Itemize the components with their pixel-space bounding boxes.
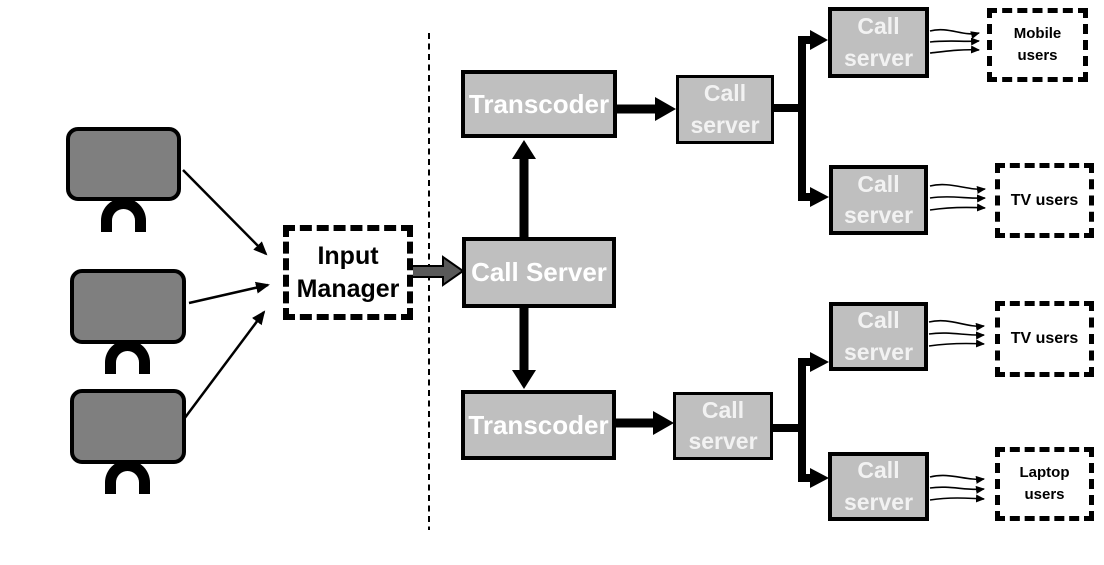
main-call-server-node: Call Server: [462, 237, 616, 308]
camera-display-icon: [70, 389, 186, 464]
edge-call-server-node: Call server: [829, 165, 928, 235]
input-manager-label: Input Manager: [296, 242, 400, 303]
camera-stand-icon: [105, 460, 150, 494]
camera-stand-icon: [101, 198, 146, 232]
transcoder-to-relay-arrows: [616, 97, 676, 435]
edge-call-server-label: Call server: [843, 307, 914, 365]
transcoder-label: Transcoder: [468, 88, 610, 119]
camera-display-icon: [66, 127, 181, 201]
main-call-server-label: Call Server: [471, 257, 607, 288]
stream-arrows-tv-users-bottom: [928, 319, 985, 348]
tv-users-bottom-box: TV users: [995, 301, 1094, 377]
mobile-users-box: Mobile users: [987, 8, 1088, 82]
relay-branch-bottom: [772, 352, 829, 488]
source-to-input-arrows: [182, 169, 270, 420]
relay-call-server-label: Call server: [688, 396, 758, 454]
transcoder-label: Transcoder: [468, 409, 609, 440]
input-to-callserver-arrow: [410, 255, 465, 287]
tv-users-top-box: TV users: [995, 163, 1094, 238]
edge-call-server-label: Call server: [843, 457, 914, 515]
camera-stand-icon: [105, 340, 150, 374]
relay-call-server-top-node: Call server: [676, 75, 774, 144]
laptop-users-box: Laptop users: [995, 447, 1094, 521]
edge-call-server-node: Call server: [828, 452, 929, 521]
edge-call-server-label: Call server: [843, 13, 914, 71]
user-group-label: TV users: [1010, 191, 1079, 209]
stream-arrows-mobile-users: [929, 28, 980, 54]
transcoder-top-node: Transcoder: [461, 70, 617, 138]
user-group-label: Laptop users: [1019, 464, 1070, 503]
relay-call-server-bottom-node: Call server: [673, 392, 773, 460]
edge-call-server-node: Call server: [829, 302, 928, 371]
edge-call-server-label: Call server: [843, 170, 914, 228]
stream-arrows-tv-users-top: [929, 183, 986, 212]
user-group-label: TV users: [1010, 330, 1079, 348]
transcoder-bottom-node: Transcoder: [461, 390, 616, 460]
edge-call-server-node: Call server: [828, 7, 929, 78]
relay-branch-top: [773, 30, 829, 207]
relay-call-server-label: Call server: [690, 80, 760, 138]
user-group-label: Mobile users: [1013, 25, 1062, 64]
camera-display-icon: [70, 269, 186, 344]
input-manager-node: Input Manager: [283, 225, 413, 320]
stream-arrows-laptop-users: [929, 474, 985, 503]
